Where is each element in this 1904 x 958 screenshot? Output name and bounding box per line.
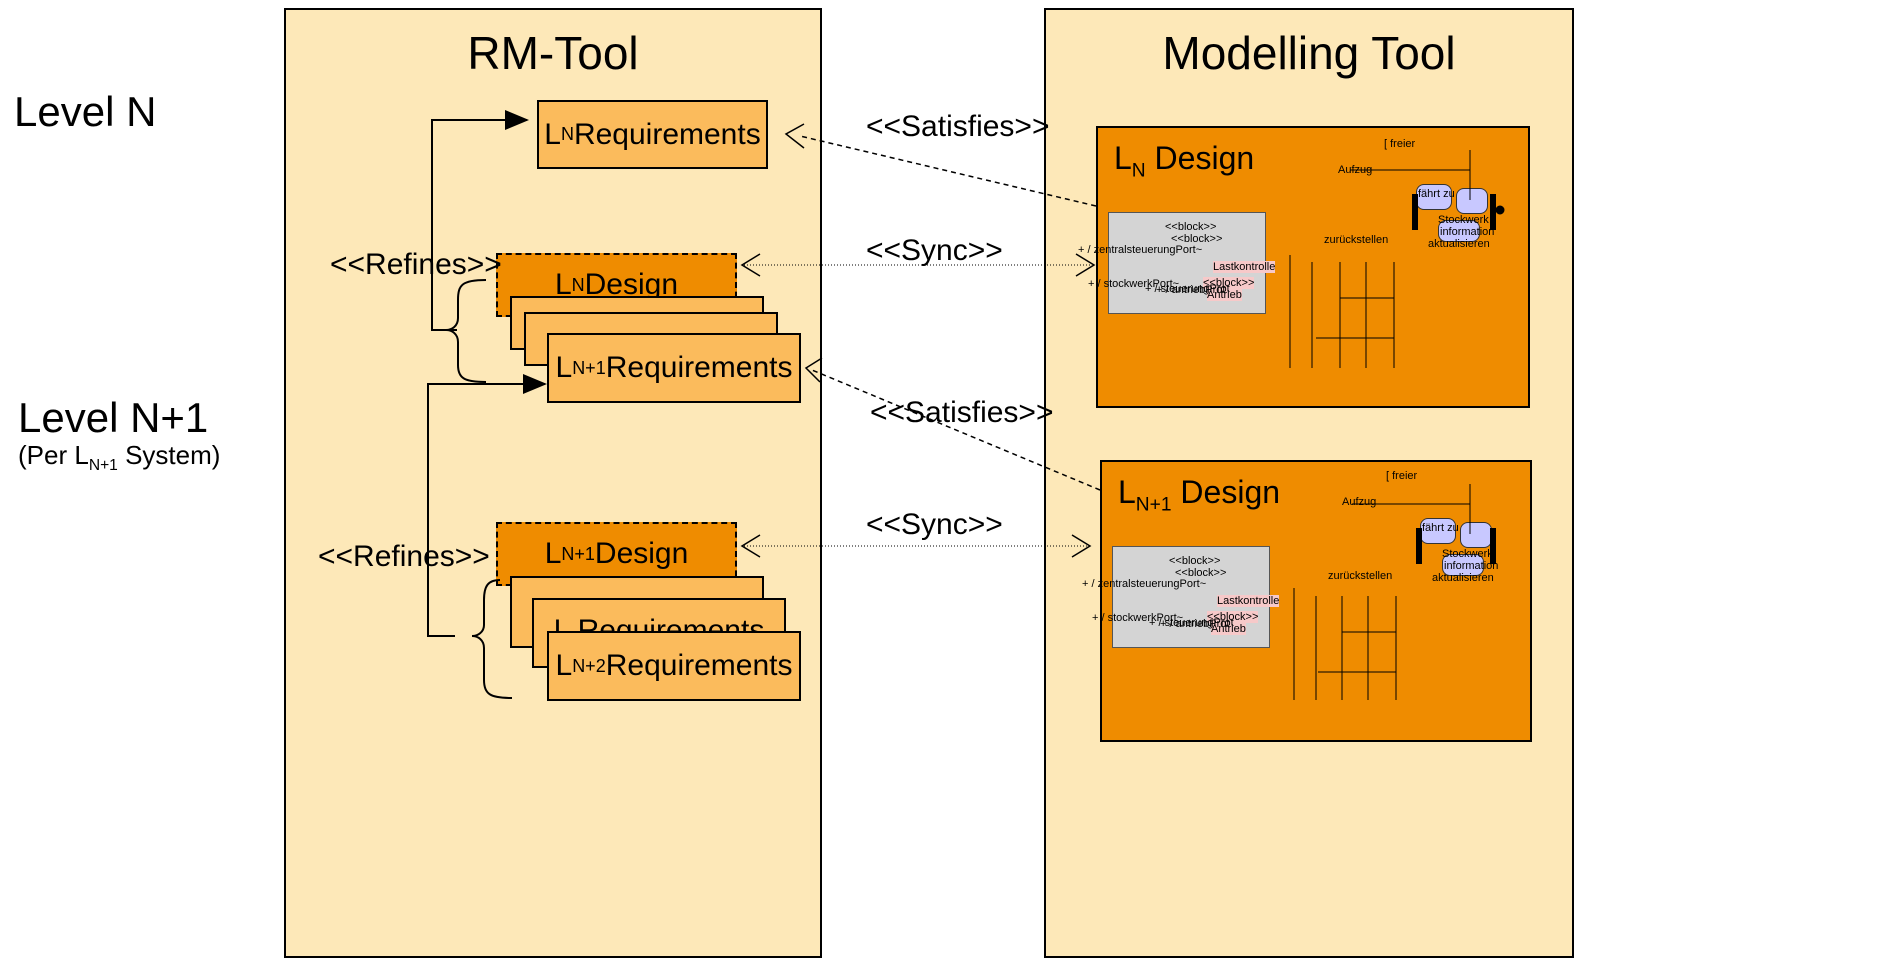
state-node xyxy=(1420,518,1456,544)
refines-label-top: <<Refines>> xyxy=(330,248,502,281)
satisfies-connector-bottom xyxy=(811,369,1101,491)
sync-arrowhead-bottom-left xyxy=(740,534,761,558)
thumbnail-sequence-lines-bottom xyxy=(1293,484,1471,700)
sync-arrowhead-top-left xyxy=(740,253,761,277)
sync-arrowhead-top-right xyxy=(1075,253,1096,277)
level-n-label: Level N xyxy=(14,88,157,135)
join-bar xyxy=(1490,194,1496,230)
satisfies-label-bottom: <<Satisfies>> xyxy=(870,396,1054,429)
ln-design-diagram[interactable]: LN Design <<block>> <<block>> <<block>> … xyxy=(1078,126,1530,408)
ln1-design-diagram-title: LN+1 Design xyxy=(1118,474,1281,516)
fork-bar xyxy=(1416,528,1422,564)
join-bar xyxy=(1490,528,1496,564)
sync-arrowhead-bottom-right xyxy=(1071,534,1092,558)
fork-bar xyxy=(1412,194,1418,230)
refines-arrow-bottom xyxy=(427,374,547,637)
state-node xyxy=(1438,220,1480,242)
satisfies-arrowhead-top xyxy=(784,123,805,149)
refines-label-bottom: <<Refines>> xyxy=(318,540,490,573)
state-node xyxy=(1416,184,1452,210)
refines-brace-bottom xyxy=(471,579,513,699)
state-node xyxy=(1442,554,1484,576)
refines-arrow-top xyxy=(431,110,529,331)
satisfies-label-top: <<Satisfies>> xyxy=(866,110,1050,143)
ln-design-diagram-title: LN Design xyxy=(1114,140,1255,182)
sync-label-bottom: <<Sync>> xyxy=(866,508,1003,541)
satisfies-connector-top xyxy=(799,135,1097,207)
level-n1-label: Level N+1 xyxy=(18,394,209,441)
rm-tool-title: RM-Tool xyxy=(467,27,639,79)
thumbnail-sequence-lines-top xyxy=(1289,150,1505,368)
satisfies-arrowhead-bottom xyxy=(804,357,823,383)
modelling-tool-title: Modelling Tool xyxy=(1162,27,1456,79)
block-diagram-thumbnail: <<block>> <<block>> <<block>> Antrieb La… xyxy=(1112,546,1280,648)
refines-brace-top xyxy=(445,279,487,383)
sync-label-top: <<Sync>> xyxy=(866,234,1003,267)
level-n1-note: (Per LN+1 System) xyxy=(18,440,221,475)
block-diagram-thumbnail: <<block>> <<block>> <<block>> Antrieb La… xyxy=(1108,212,1276,314)
state-node xyxy=(1456,188,1488,214)
